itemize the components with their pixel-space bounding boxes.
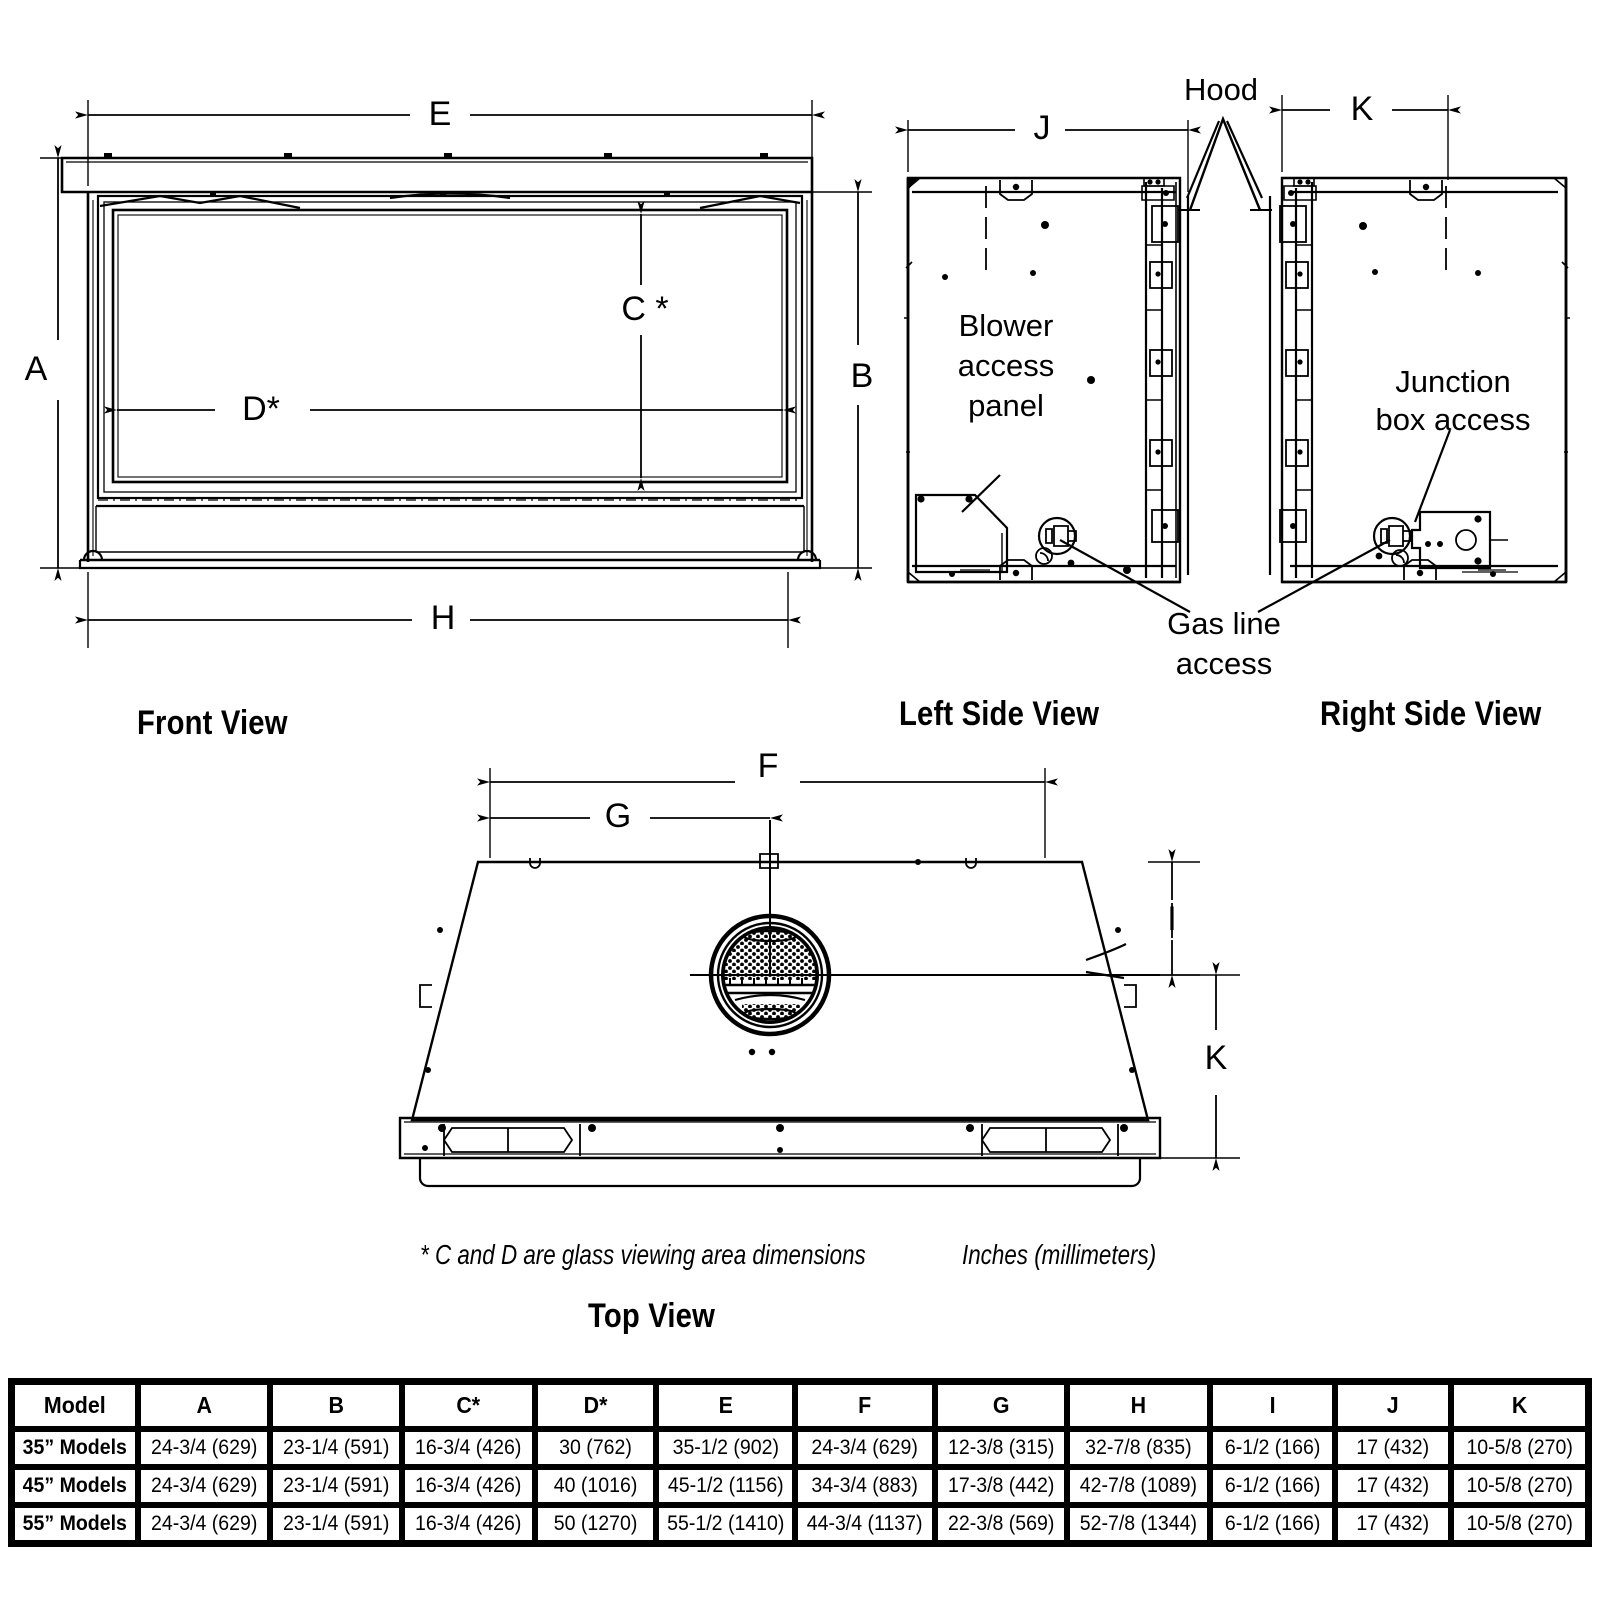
cell-1-D: 40 (1016) <box>534 1467 656 1505</box>
col-header-I: I <box>1209 1382 1336 1429</box>
cell-0-C: 16-3/4 (426) <box>402 1429 535 1467</box>
col-header-F: F <box>795 1382 935 1429</box>
cell-2-D: 50 (1270) <box>534 1505 656 1543</box>
cell-2-B: 23-1/4 (591) <box>269 1505 403 1543</box>
front-view-drawing <box>40 100 872 648</box>
left-side-view-drawing <box>895 120 1221 613</box>
col-header-A: A <box>137 1382 270 1429</box>
top-view-drawing <box>398 768 1240 1188</box>
cell-1-C: 16-3/4 (426) <box>402 1467 535 1505</box>
cell-2-K: 10-5/8 (270) <box>1450 1505 1588 1543</box>
cell-0-B: 23-1/4 (591) <box>269 1429 403 1467</box>
top-view-title: Top View <box>588 1297 716 1335</box>
dim-label-E: E <box>429 95 452 133</box>
callout-blower-line1: Blower <box>959 308 1054 343</box>
cell-2-A: 24-3/4 (629) <box>137 1505 270 1543</box>
table-row: 55” Models 24-3/4 (629) 23-1/4 (591) 16-… <box>12 1505 1588 1543</box>
col-header-K: K <box>1450 1382 1588 1429</box>
dim-label-K-top: K <box>1205 1039 1228 1077</box>
dim-label-A: A <box>25 350 48 388</box>
cell-1-E: 45-1/2 (1156) <box>655 1467 796 1505</box>
callout-blower-line3: panel <box>968 388 1044 423</box>
table-row: 35” Models 24-3/4 (629) 23-1/4 (591) 16-… <box>12 1429 1588 1467</box>
cell-0-K: 10-5/8 (270) <box>1450 1429 1588 1467</box>
hood-callout-lines <box>1178 115 1272 211</box>
col-header-G: G <box>934 1382 1068 1429</box>
callout-gas-line2: access <box>1176 646 1272 681</box>
cell-1-F: 34-3/4 (883) <box>795 1467 935 1505</box>
col-header-J: J <box>1335 1382 1451 1429</box>
col-header-H: H <box>1067 1382 1210 1429</box>
cell-2-H: 52-7/8 (1344) <box>1067 1505 1210 1543</box>
cell-0-D: 30 (762) <box>534 1429 656 1467</box>
cell-2-G: 22-3/8 (569) <box>934 1505 1068 1543</box>
cell-1-J: 17 (432) <box>1335 1467 1451 1505</box>
units-footnote: Inches (millimeters) <box>962 1239 1157 1270</box>
cell-1-H: 42-7/8 (1089) <box>1067 1467 1210 1505</box>
dim-label-H: H <box>431 599 456 637</box>
cell-0-J: 17 (432) <box>1335 1429 1451 1467</box>
col-header-E: E <box>655 1382 796 1429</box>
col-header-B: B <box>269 1382 403 1429</box>
col-header-model: Model <box>12 1382 138 1429</box>
front-view-title: Front View <box>137 704 288 742</box>
cell-1-I: 6-1/2 (166) <box>1209 1467 1336 1505</box>
cell-model-2: 55” Models <box>12 1505 138 1543</box>
col-header-C: C* <box>402 1382 535 1429</box>
dim-label-K-right: K <box>1351 90 1374 128</box>
cell-2-I: 6-1/2 (166) <box>1209 1505 1336 1543</box>
left-side-view-title: Left Side View <box>899 695 1100 733</box>
right-side-view-drawing <box>1225 95 1570 613</box>
cell-1-K: 10-5/8 (270) <box>1450 1467 1588 1505</box>
dim-label-B: B <box>851 357 874 395</box>
cell-0-F: 24-3/4 (629) <box>795 1429 935 1467</box>
callout-blower-line2: access <box>958 348 1054 383</box>
dim-label-F: F <box>758 747 779 785</box>
cell-0-H: 32-7/8 (835) <box>1067 1429 1210 1467</box>
callout-hood: Hood <box>1184 72 1258 107</box>
dim-label-D: D* <box>242 390 280 428</box>
cell-0-A: 24-3/4 (629) <box>137 1429 270 1467</box>
table-row: 45” Models 24-3/4 (629) 23-1/4 (591) 16-… <box>12 1467 1588 1505</box>
cell-2-C: 16-3/4 (426) <box>402 1505 535 1543</box>
cell-model-1: 45” Models <box>12 1467 138 1505</box>
cell-0-E: 35-1/2 (902) <box>655 1429 796 1467</box>
dim-label-G: G <box>605 797 631 835</box>
cell-1-B: 23-1/4 (591) <box>269 1467 403 1505</box>
right-side-view-title: Right Side View <box>1320 695 1542 733</box>
callout-junction-line1: Junction <box>1395 364 1510 399</box>
table-header-row: Model A B C* D* E F G H I J K <box>12 1382 1588 1429</box>
cell-2-F: 44-3/4 (1137) <box>795 1505 935 1543</box>
cell-1-A: 24-3/4 (629) <box>137 1467 270 1505</box>
col-header-D: D* <box>534 1382 656 1429</box>
specifications-table: Model A B C* D* E F G H I J K 35” Models… <box>8 1378 1592 1547</box>
dim-label-C: C * <box>621 290 668 328</box>
glass-area-footnote: * C and D are glass viewing area dimensi… <box>420 1239 866 1270</box>
cell-0-I: 6-1/2 (166) <box>1209 1429 1336 1467</box>
cell-2-E: 55-1/2 (1410) <box>655 1505 796 1543</box>
dim-label-J: J <box>1034 109 1051 147</box>
callout-junction-line2: box access <box>1375 402 1530 437</box>
callout-gas-line1: Gas line <box>1167 606 1281 641</box>
cell-model-0: 35” Models <box>12 1429 138 1467</box>
cell-1-G: 17-3/8 (442) <box>934 1467 1068 1505</box>
dim-label-I: I <box>1167 900 1176 938</box>
cell-2-J: 17 (432) <box>1335 1505 1451 1543</box>
cell-0-G: 12-3/8 (315) <box>934 1429 1068 1467</box>
